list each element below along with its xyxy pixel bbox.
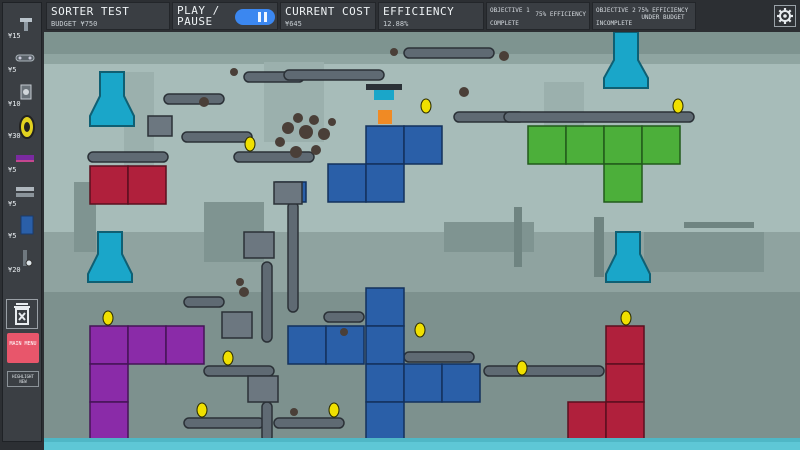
sensor-icon [23,250,33,267]
current-cost-panel: CURRENT COST ¥645 [280,2,376,30]
tool-cost: ¥5 [8,232,17,240]
tool-cost: ¥5 [8,66,17,74]
factory-scene[interactable] [44,32,800,444]
spawner-funnel [603,32,649,89]
cost-value: ¥645 [285,20,302,28]
red-bin-lower [567,325,645,441]
cost-label: CURRENT COST [285,5,371,18]
objective2-title: OBJECTIVE 2 [596,7,636,14]
color-scanner[interactable] [366,84,402,124]
wheel-icon [19,115,35,139]
gear-icon [777,8,793,24]
sorter-machines[interactable] [147,115,303,403]
objective-1: OBJECTIVE 1 COMPLETE 75% EFFICIENCY [486,2,590,30]
budget-text: BUDGET ¥750 [51,20,98,28]
efficiency-panel: EFFICIENCY 12.88% [378,2,484,30]
efficiency-value: 12.88% [383,20,409,28]
tool-cost: ¥30 [8,132,21,140]
yellow-wheels [102,98,684,418]
green-bin [527,125,681,203]
conveyor-belts[interactable] [87,47,695,443]
red-bin [89,165,167,205]
game-board[interactable] [44,32,800,444]
tool-sidebar: ¥15 ¥5 ¥10 ¥30 ¥5 ¥5 ¥5 ¥20 MAIN MENU [2,2,42,442]
tool-wheel[interactable]: ¥30 [6,111,38,141]
objective1-title: OBJECTIVE 1 [490,7,530,14]
spawner-funnel [87,231,133,283]
highlight-new-button[interactable]: HIGHLIGHT NEW [7,371,39,387]
tool-pipe[interactable]: ¥5 [6,179,38,209]
rock-debris [199,48,509,416]
pipe-icon [16,187,34,197]
tool-sensor[interactable]: ¥20 [6,245,38,275]
level-info: SORTER TEST BUDGET ¥750 [46,2,170,30]
spawner-funnel [605,231,651,283]
play-pause-panel: PLAY / PAUSE [172,2,278,30]
tool-gear-piece[interactable]: ¥10 [6,79,38,109]
ground-floor [44,442,800,450]
efficiency-label: EFFICIENCY [383,5,455,18]
objective2-status: INCOMPLETE [596,20,633,27]
objective1-status: COMPLETE [490,20,519,27]
play-pause-toggle[interactable] [235,9,275,25]
level-title: SORTER TEST [51,5,130,18]
pause-bar-icon [264,12,267,22]
pause-label: PAUSE [177,15,213,28]
tool-purple-bar[interactable]: ¥5 [6,145,38,175]
tool-cost: ¥20 [8,266,21,274]
play-label: PLAY / [177,4,220,17]
spawner-funnel [89,71,135,127]
tool-wrench[interactable]: ¥15 [6,11,38,41]
top-hud: SORTER TEST BUDGET ¥750 PLAY / PAUSE CUR… [46,2,798,30]
pause-bar-icon [258,12,261,22]
blue-bin-lower [287,287,481,441]
main-menu-button[interactable]: MAIN MENU [7,333,39,363]
tool-cost: ¥10 [8,100,21,108]
gear-piece-icon [20,84,32,100]
tool-blue-block[interactable]: ¥5 [6,211,38,241]
floor-strip [44,438,800,444]
trash-icon [14,303,30,325]
trash-button[interactable] [6,299,38,329]
settings-button[interactable] [774,5,796,27]
purple-bar-icon [16,155,34,162]
tool-conveyor[interactable]: ¥5 [6,45,38,75]
conveyor-icon [15,54,35,62]
tool-cost: ¥5 [8,200,17,208]
blue-block-icon [20,215,34,235]
tool-cost: ¥5 [8,166,17,174]
objective2-goal: 75% EFFICIENCY UNDER BUDGET [637,7,689,21]
tool-cost: ¥15 [8,32,21,40]
objective1-goal: 75% EFFICIENCY [535,11,586,18]
wrench-icon [20,18,32,31]
objective-2: OBJECTIVE 2 INCOMPLETE 75% EFFICIENCY UN… [592,2,696,30]
